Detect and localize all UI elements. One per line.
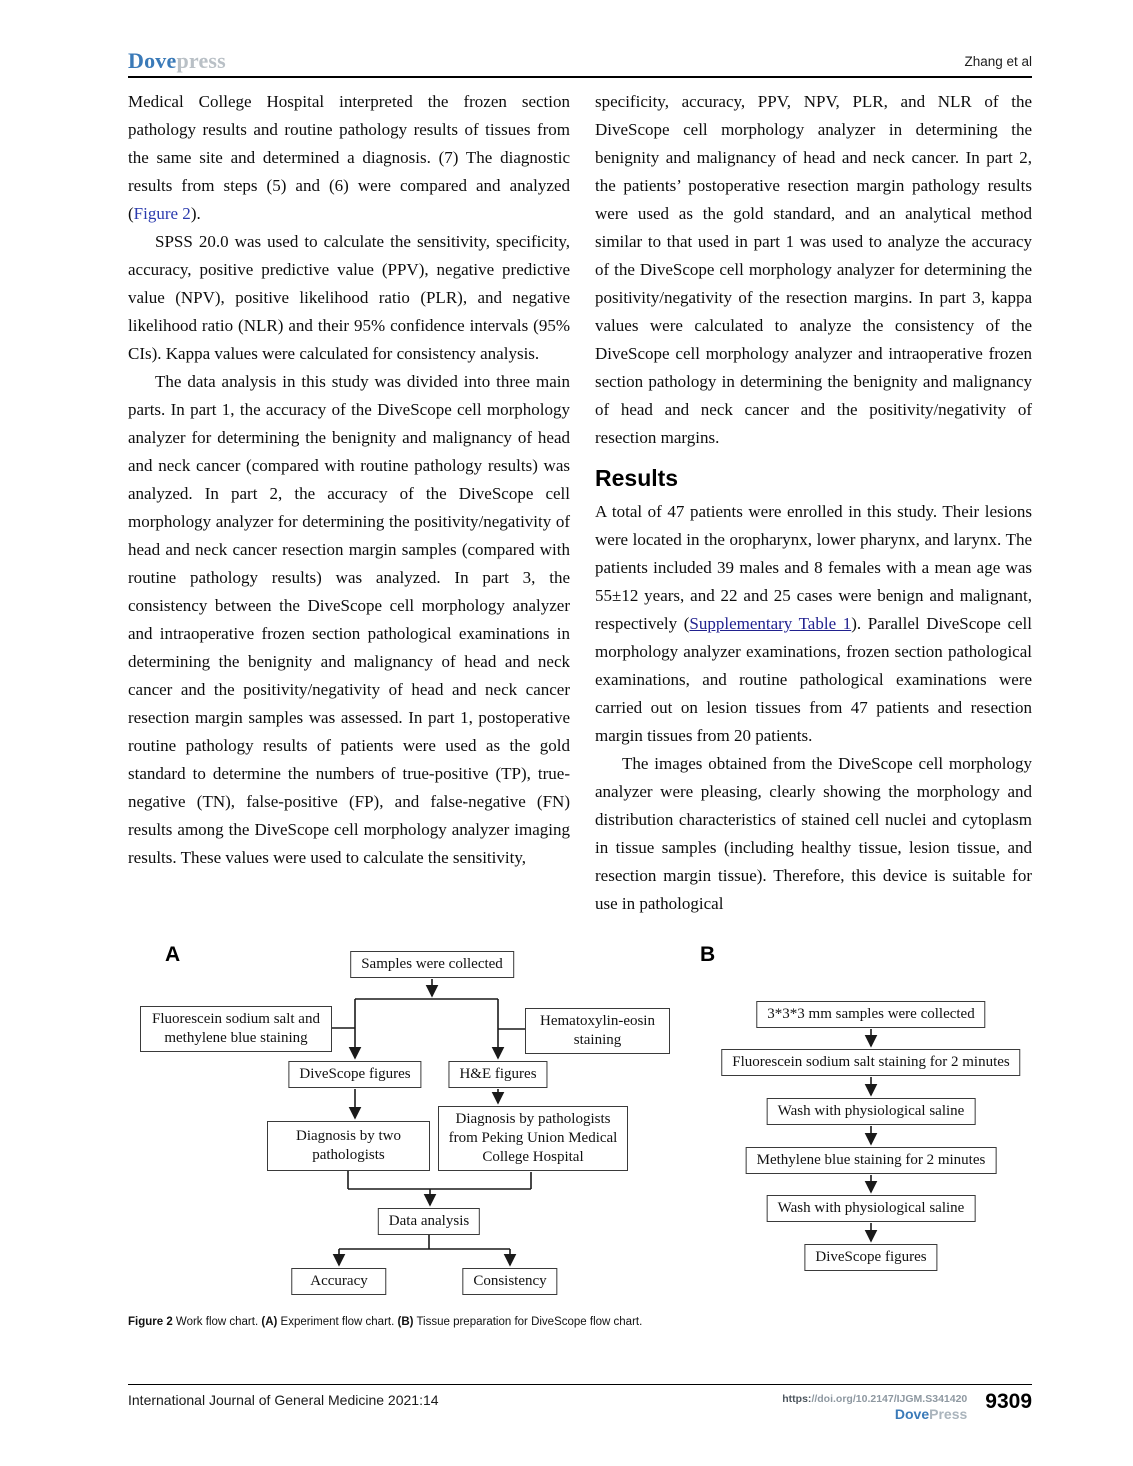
figure-2: A B Samples were collected Fluorescein s… xyxy=(130,943,1032,1305)
paragraph-text: A total of 47 patients were enrolled in … xyxy=(595,502,1032,633)
flow-box-methylene-staining-2min: Methylene blue staining for 2 minutes xyxy=(745,1147,997,1174)
flow-box-he-figures: H&E figures xyxy=(448,1061,548,1088)
flowchart-connectors xyxy=(332,979,878,1267)
flow-box-data-analysis: Data analysis xyxy=(377,1208,481,1235)
supplementary-table-1-link[interactable]: Supplementary Table 1 xyxy=(689,614,852,633)
figure-caption-text: Tissue preparation for DiveScope flow ch… xyxy=(413,1316,643,1328)
flow-box-diagnosis-two-pathologists: Diagnosis by two pathologists xyxy=(267,1121,430,1171)
figure-2-link[interactable]: Figure 2 xyxy=(133,204,191,223)
figure-caption-b: (B) xyxy=(397,1316,414,1328)
dovepress-footer-dove: Dove xyxy=(894,1406,930,1422)
flow-box-diagnosis-peking-union: Diagnosis by pathologists from Peking Un… xyxy=(438,1106,628,1171)
flow-box-wash-saline-1: Wash with physiological saline xyxy=(766,1098,976,1125)
flow-box-wash-saline-2: Wash with physiological saline xyxy=(766,1195,976,1222)
figure-caption: Figure 2 Work flow chart. (A) Experiment… xyxy=(128,1316,1032,1328)
dovepress-footer-press: Press xyxy=(929,1406,968,1422)
flow-box-divescope-figures-b: DiveScope figures xyxy=(804,1244,938,1271)
paragraph: specificity, accuracy, PPV, NPV, PLR, an… xyxy=(595,92,1032,447)
page-number: 9309 xyxy=(985,1390,1032,1413)
flow-box-samples-collected: Samples were collected xyxy=(350,951,514,978)
flow-box-hematoxylin-eosin-staining: Hematoxylin-eosin staining xyxy=(525,1008,670,1054)
panel-a-label: A xyxy=(165,943,181,966)
panel-b-label: B xyxy=(700,943,716,966)
paragraph: A total of 47 patients were enrolled in … xyxy=(595,498,1032,750)
running-author: Zhang et al xyxy=(964,54,1032,69)
doi-block: https://doi.org/10.2147/IJGM.S341420 Dov… xyxy=(782,1392,967,1422)
paragraph-text: ). xyxy=(190,204,201,223)
figure-caption-text: Work flow chart. xyxy=(172,1316,262,1328)
paragraph: The images obtained from the DiveScope c… xyxy=(595,754,1032,913)
dovepress-footer-logo: DovePress xyxy=(782,1407,967,1422)
doi-scheme: https: xyxy=(782,1393,812,1405)
flow-box-fluorescein-staining-2min: Fluorescein sodium salt staining for 2 m… xyxy=(721,1049,1021,1076)
dovepress-logo: Dovepress xyxy=(128,48,226,74)
flow-box-accuracy: Accuracy xyxy=(291,1268,387,1295)
figure-caption-a: (A) xyxy=(261,1316,278,1328)
results-heading: Results xyxy=(595,465,679,491)
paragraph: The data analysis in this study was divi… xyxy=(128,372,570,867)
paragraph: SPSS 20.0 was used to calculate the sens… xyxy=(128,232,570,363)
paragraph-text: ). Parallel DiveScope cell morphology an… xyxy=(595,614,1032,745)
article-body: Medical College Hospital interpreted the… xyxy=(128,88,1032,918)
flow-box-divescope-figures: DiveScope figures xyxy=(288,1061,422,1088)
figure-caption-text: Experiment flow chart. xyxy=(277,1316,398,1328)
left-column: Medical College Hospital interpreted the… xyxy=(128,88,570,918)
page-footer: International Journal of General Medicin… xyxy=(128,1384,1032,1422)
paragraph-text: Medical College Hospital interpreted the… xyxy=(128,92,570,223)
page-header: Dovepress Zhang et al xyxy=(128,46,1032,78)
right-column: specificity, accuracy, PPV, NPV, PLR, an… xyxy=(595,88,1032,918)
flow-box-333-samples-collected: 3*3*3 mm samples were collected xyxy=(756,1001,986,1028)
doi-path: //doi.org/10.2147/IJGM.S341420 xyxy=(811,1393,968,1405)
flow-box-consistency: Consistency xyxy=(462,1268,558,1295)
figure-caption-label: Figure 2 xyxy=(128,1316,173,1328)
dovepress-logo-press: press xyxy=(176,48,226,73)
paragraph: Medical College Hospital interpreted the… xyxy=(128,88,570,228)
dovepress-logo-dove: Dove xyxy=(128,48,177,73)
flow-box-fluorescein-methylene-staining: Fluorescein sodium salt and methylene bl… xyxy=(140,1006,332,1052)
doi-link[interactable]: https://doi.org/10.2147/IJGM.S341420 xyxy=(782,1392,967,1407)
journal-reference: International Journal of General Medicin… xyxy=(128,1392,439,1408)
